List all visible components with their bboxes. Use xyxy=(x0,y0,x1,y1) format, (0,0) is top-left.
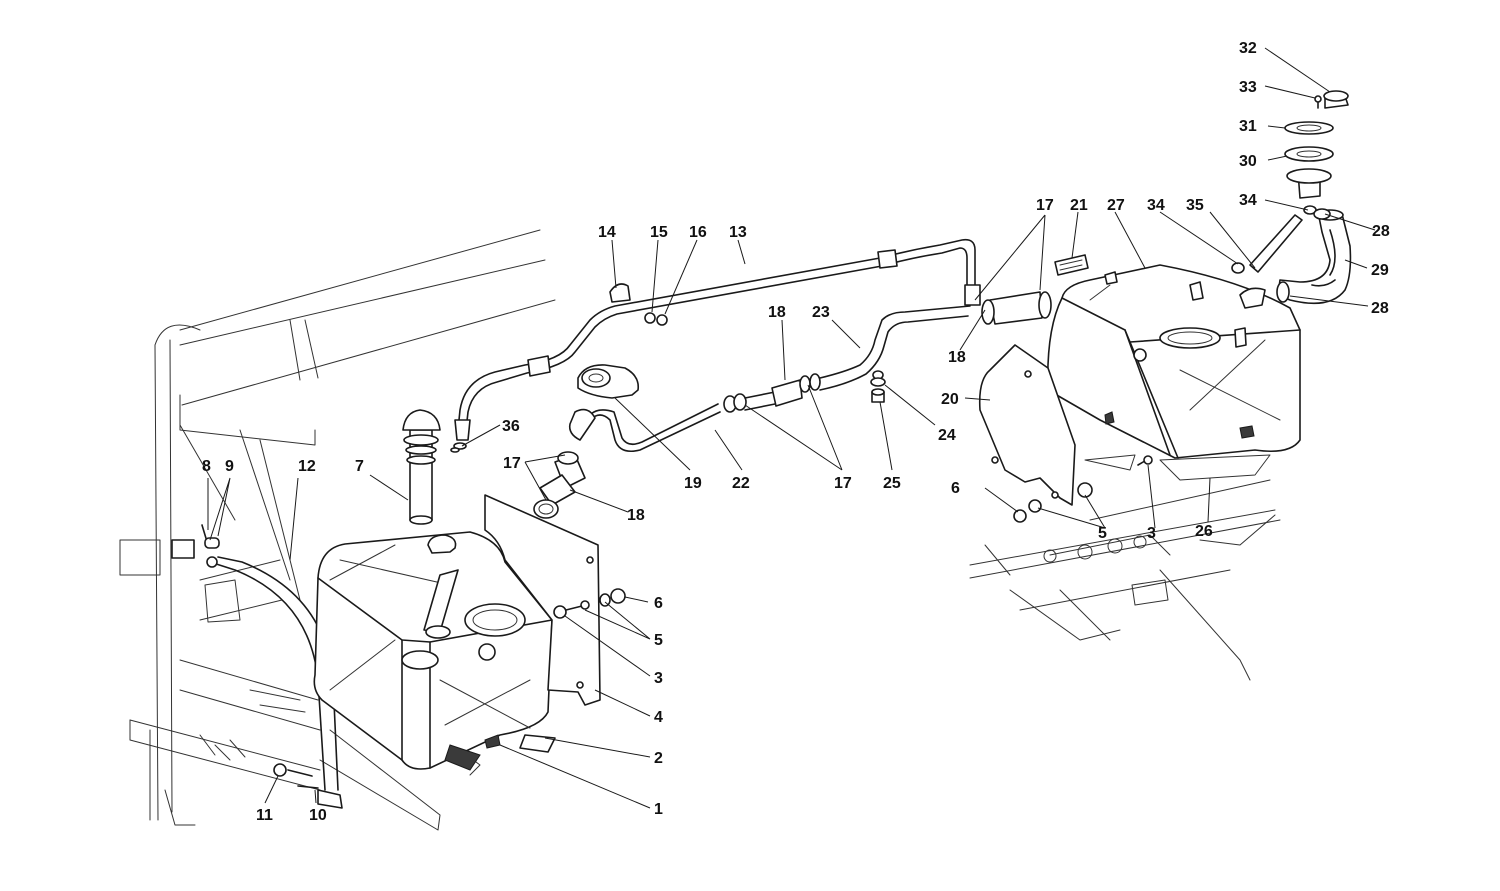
callout-27: 27 xyxy=(1107,197,1125,214)
callout-16: 16 xyxy=(689,224,707,241)
callout-34-top: 34 xyxy=(1239,192,1257,209)
level-sender xyxy=(402,409,441,525)
callout-19: 19 xyxy=(684,475,702,492)
drain-24-25 xyxy=(870,377,886,403)
callout-25: 25 xyxy=(883,475,901,492)
filler-neck-assembly xyxy=(1231,90,1352,305)
callout-12: 12 xyxy=(298,458,316,475)
callout-8: 8 xyxy=(202,458,211,475)
callout-6: 6 xyxy=(654,595,663,612)
vent-pipe-13 xyxy=(450,238,981,453)
right-fasteners xyxy=(1013,455,1153,523)
callout-18-top: 18 xyxy=(768,304,786,321)
callout-2: 2 xyxy=(654,750,663,767)
left-chassis-frame xyxy=(119,229,556,831)
callout-29: 29 xyxy=(1371,262,1389,279)
callout-17-left: 17 xyxy=(503,455,521,472)
callout-21: 21 xyxy=(1070,197,1088,214)
callout-18-right: 18 xyxy=(948,349,966,366)
right-shield-plate xyxy=(978,344,1076,506)
callout-30: 30 xyxy=(1239,153,1257,170)
callout-28-top: 28 xyxy=(1372,223,1390,240)
vent-head-19 xyxy=(577,364,640,399)
callout-3: 3 xyxy=(654,670,663,687)
callout-6-right: 6 xyxy=(951,480,960,497)
callout-32: 32 xyxy=(1239,40,1257,57)
callout-28-bottom: 28 xyxy=(1371,300,1389,317)
callout-31: 31 xyxy=(1239,118,1257,135)
callout-22: 22 xyxy=(732,475,750,492)
right-hose-17-18 xyxy=(981,291,1052,325)
callout-18-bottom: 18 xyxy=(627,507,645,524)
callout-7: 7 xyxy=(355,458,364,475)
callout-9: 9 xyxy=(225,458,234,475)
left-shield-plate xyxy=(484,494,601,706)
callout-5: 5 xyxy=(654,632,663,649)
nut-10-11 xyxy=(273,763,319,789)
callout-5-right: 5 xyxy=(1098,525,1107,542)
leader-lines xyxy=(207,47,1376,809)
pipe-clips-14-16 xyxy=(609,283,668,326)
callout-3-right: 3 xyxy=(1147,525,1156,542)
label-plate-21 xyxy=(1054,254,1089,276)
callout-15: 15 xyxy=(650,224,668,241)
callout-23: 23 xyxy=(812,304,830,321)
callout-24: 24 xyxy=(938,427,956,444)
callout-35: 35 xyxy=(1186,197,1204,214)
callout-11: 11 xyxy=(256,807,273,824)
hose-17-18 xyxy=(533,451,586,519)
vent-pipe-22-23 xyxy=(568,305,971,453)
callout-20: 20 xyxy=(941,391,959,408)
right-fuel-tank xyxy=(1046,264,1301,481)
left-fasteners xyxy=(553,588,626,619)
bolt-8-9 xyxy=(201,524,220,549)
callout-17-mid: 17 xyxy=(834,475,852,492)
callout-4: 4 xyxy=(654,709,663,726)
right-chassis-frame xyxy=(969,479,1281,681)
callout-34-mid: 34 xyxy=(1147,197,1165,214)
callout-labels: 1 2 3 4 5 6 7 8 9 10 11 12 36 13 14 15 1… xyxy=(202,40,1390,824)
callout-17-right: 17 xyxy=(1036,197,1054,214)
callout-36: 36 xyxy=(502,418,520,435)
callout-1: 1 xyxy=(654,801,663,818)
callout-10: 10 xyxy=(309,807,327,824)
left-fuel-tank xyxy=(313,531,556,771)
callout-13: 13 xyxy=(729,224,747,241)
callout-26: 26 xyxy=(1195,523,1213,540)
callout-33: 33 xyxy=(1239,79,1257,96)
callout-14: 14 xyxy=(598,224,616,241)
